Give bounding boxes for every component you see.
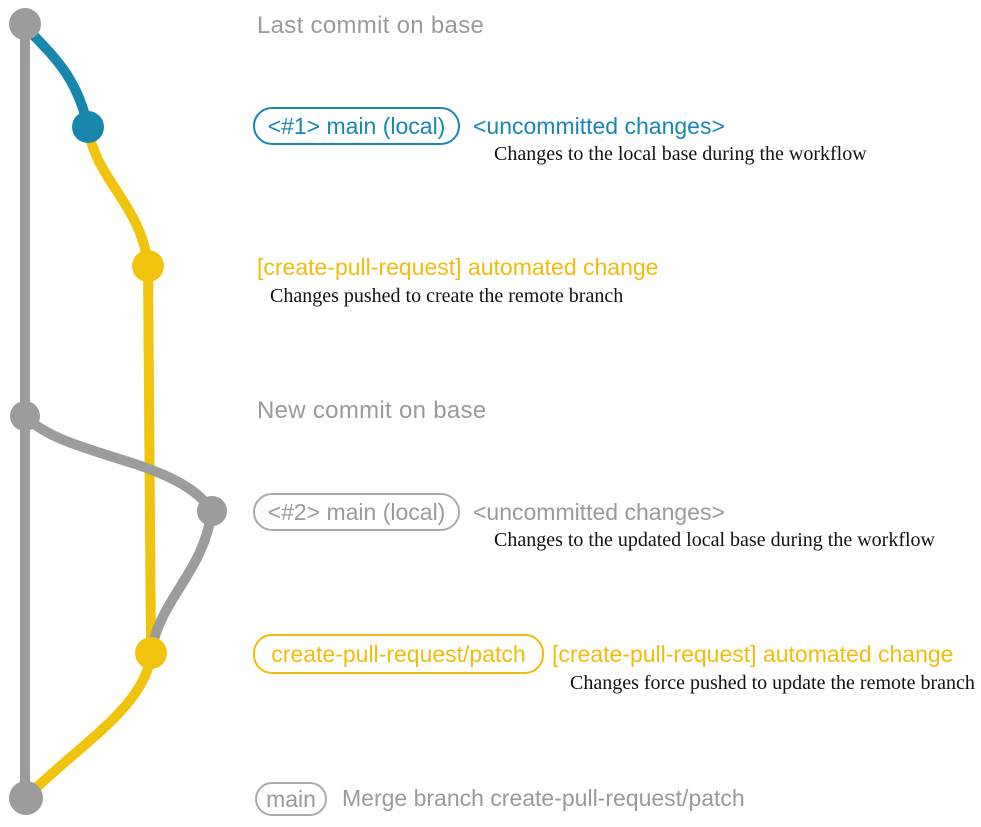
branch-badge-main-local-2: <#2> main (local) [253, 493, 460, 531]
branch-badge-main-local-1: <#1> main (local) [253, 107, 460, 145]
branch-badge-main: main [255, 782, 327, 816]
patch-branch-edge [83, 122, 153, 271]
commit-node-local-change [72, 111, 104, 143]
commit-description-1: Changes to the local base during the wor… [494, 143, 867, 165]
branch-badge-create-pull-request-patch: create-pull-request/patch [253, 634, 544, 674]
commit-node-last-base [9, 8, 41, 40]
commit-node-patch-1 [132, 250, 164, 282]
commit-title-uncommitted-1: <uncommitted changes> [473, 113, 725, 139]
patch-merge-edge [23, 648, 156, 801]
commit-graph [9, 8, 227, 815]
local-main-edge [20, 21, 93, 132]
commit-title-automated-change-2: [create-pull-request] automated change [552, 641, 954, 667]
commit-title-automated-change-1: [create-pull-request] automated change [257, 254, 659, 280]
label-new-commit-on-base: New commit on base [257, 397, 487, 424]
patch-branch-line [143, 261, 156, 658]
commit-node-new-base [10, 401, 40, 431]
commit-description-4: Changes force pushed to update the remot… [570, 672, 975, 694]
base-update-edge [20, 411, 217, 516]
commit-node-patch-2 [135, 637, 167, 669]
commit-node-updated-local [197, 496, 227, 526]
commit-node-merge [9, 781, 43, 815]
rebase-edge [146, 506, 217, 656]
commit-title-uncommitted-2: <uncommitted changes> [473, 499, 725, 525]
commit-description-3: Changes to the updated local base during… [494, 529, 935, 551]
commit-description-2: Changes pushed to create the remote bran… [270, 285, 624, 307]
commit-title-merge-branch: Merge branch create-pull-request/patch [342, 785, 745, 811]
label-last-commit-on-base: Last commit on base [257, 12, 485, 39]
